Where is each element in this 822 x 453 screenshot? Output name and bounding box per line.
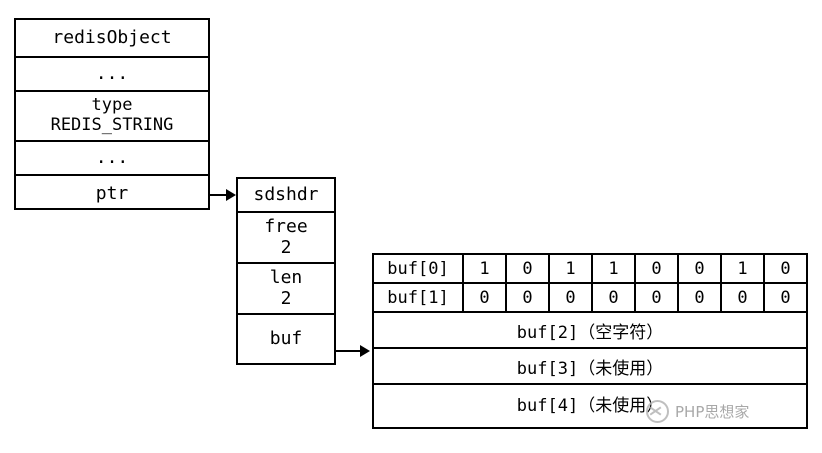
- sdshdr-title: sdshdr: [238, 179, 334, 213]
- buf-bit-cell: 0: [780, 287, 791, 308]
- watermark-text: PHP思想家: [675, 403, 750, 421]
- buf-bit-cell: 0: [507, 255, 550, 282]
- arrow-head: [226, 189, 236, 201]
- buf-bit-cell: 0: [679, 255, 722, 282]
- arrow-head: [360, 345, 370, 357]
- buf-bit-cell: 0: [507, 284, 550, 311]
- buf-bit-cell: 1: [722, 255, 765, 282]
- buf-bit-cell: 0: [722, 284, 765, 311]
- buf-bit-cell: 0: [636, 284, 679, 311]
- buf-bit-cell: 0: [550, 284, 593, 311]
- table-row: buf[0] 1 0 1 1 0 0 1 0: [374, 255, 806, 284]
- table-row: buf[2]（空字符）: [374, 313, 806, 349]
- table-row: buf[4]（未使用）: [374, 385, 806, 421]
- buf-row-label: buf[4]（未使用）: [516, 395, 664, 416]
- redis-object-row-ellipsis-top: ...: [16, 58, 208, 92]
- table-row: buf[1] 0 0 0 0 0 0 0 0: [374, 284, 806, 313]
- redis-object-row-type: type REDIS_STRING: [16, 92, 208, 142]
- buf-array-table: buf[0] 1 0 1 1 0 0 1 0 buf[1] 0 0 0 0 0 …: [372, 253, 808, 429]
- sdshdr-row-buf: buf: [269, 328, 303, 350]
- buf-bit-cell: 1: [464, 255, 507, 282]
- redis-object-struct: redisObject ... type REDIS_STRING ... pt…: [14, 18, 210, 210]
- sdshdr-row-free: free 2: [238, 213, 334, 264]
- watermark-logo-icon: [646, 400, 669, 423]
- table-row: buf[3]（未使用）: [374, 349, 806, 385]
- buf-bit-cell: 0: [636, 255, 679, 282]
- buf-row-label: buf[1]: [374, 284, 464, 311]
- buf-bit-cell: 1: [550, 255, 593, 282]
- watermark: PHP思想家: [646, 400, 749, 423]
- redis-object-row-ptr: ptr: [95, 182, 129, 204]
- buf-bit-cell: 0: [780, 258, 791, 279]
- buf-bit-cell: 0: [593, 284, 636, 311]
- sdshdr-struct: sdshdr free 2 len 2 buf: [236, 177, 336, 365]
- buf-row-label: buf[3]（未使用）: [516, 358, 664, 379]
- arrow-line: [336, 350, 362, 352]
- buf-bit-cell: 1: [593, 255, 636, 282]
- buf-bit-cell: 0: [679, 284, 722, 311]
- redis-object-title: redisObject: [16, 20, 208, 58]
- sdshdr-row-len: len 2: [238, 264, 334, 315]
- buf-row-label: buf[0]: [374, 255, 464, 282]
- buf-row-label: buf[2]（空字符）: [516, 322, 664, 343]
- buf-bit-cell: 0: [464, 284, 507, 311]
- arrow-line: [210, 194, 228, 196]
- redis-object-row-ellipsis-bottom: ...: [16, 142, 208, 176]
